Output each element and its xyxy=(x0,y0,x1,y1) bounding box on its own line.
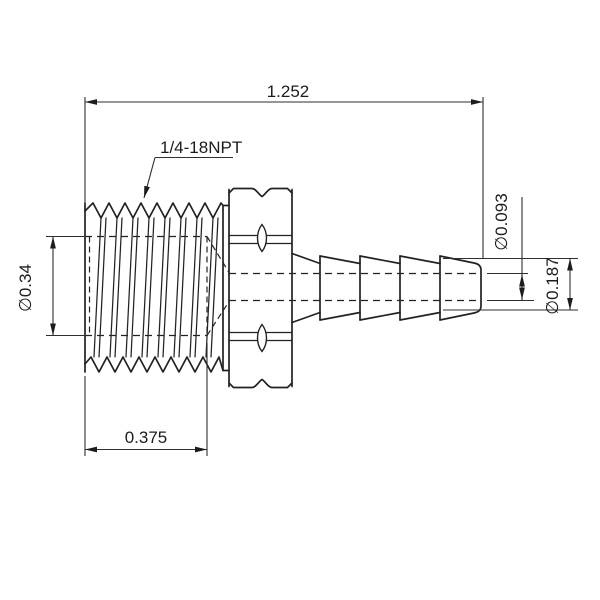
nut-to-stem-cone xyxy=(291,252,321,324)
barb-top-tapers xyxy=(319,255,441,265)
thread-top-profile xyxy=(84,202,230,219)
thread-section xyxy=(84,202,230,373)
dimension-barb-diameter: ∅0.187 xyxy=(443,257,578,315)
thread-flank-lines xyxy=(93,217,219,358)
thread-callout: 1/4-18NPT xyxy=(143,138,242,199)
barb-diameter-label: ∅0.187 xyxy=(543,257,562,314)
leader-line xyxy=(143,157,156,199)
thread-length-label: 0.375 xyxy=(125,428,168,447)
outer-diameter-label: ∅0.34 xyxy=(16,264,35,312)
barb-bottom-tapers xyxy=(319,311,441,321)
fitting-body xyxy=(84,187,482,389)
barb-section xyxy=(229,252,482,324)
dimension-thread-length: 0.375 xyxy=(84,343,208,456)
nut-bottom-edge xyxy=(228,378,293,389)
internal-taper-hidden-lines xyxy=(206,236,230,336)
nut-corner-arc-bottom xyxy=(256,323,268,353)
thread-bottom-profile xyxy=(84,356,230,373)
dimension-outer-diameter: ∅0.34 xyxy=(16,235,84,337)
thread-callout-label: 1/4-18NPT xyxy=(160,138,242,157)
nut-corner-arc-top xyxy=(256,223,268,253)
bore-hidden-lines xyxy=(229,272,481,302)
dimension-bore-diameter: ∅0.093 xyxy=(487,193,534,302)
stem-tip xyxy=(439,255,482,321)
overall-length-label: 1.252 xyxy=(267,82,310,101)
dimension-overall-length: 1.252 xyxy=(84,82,484,259)
thread-pitch-hidden-lines xyxy=(85,235,207,337)
barb-step-faces xyxy=(319,255,441,321)
bore-diameter-label: ∅0.093 xyxy=(492,193,511,250)
nut-top-edge xyxy=(228,187,293,198)
hex-nut-section xyxy=(228,187,293,389)
nut-hex-flat-lines xyxy=(228,234,293,342)
